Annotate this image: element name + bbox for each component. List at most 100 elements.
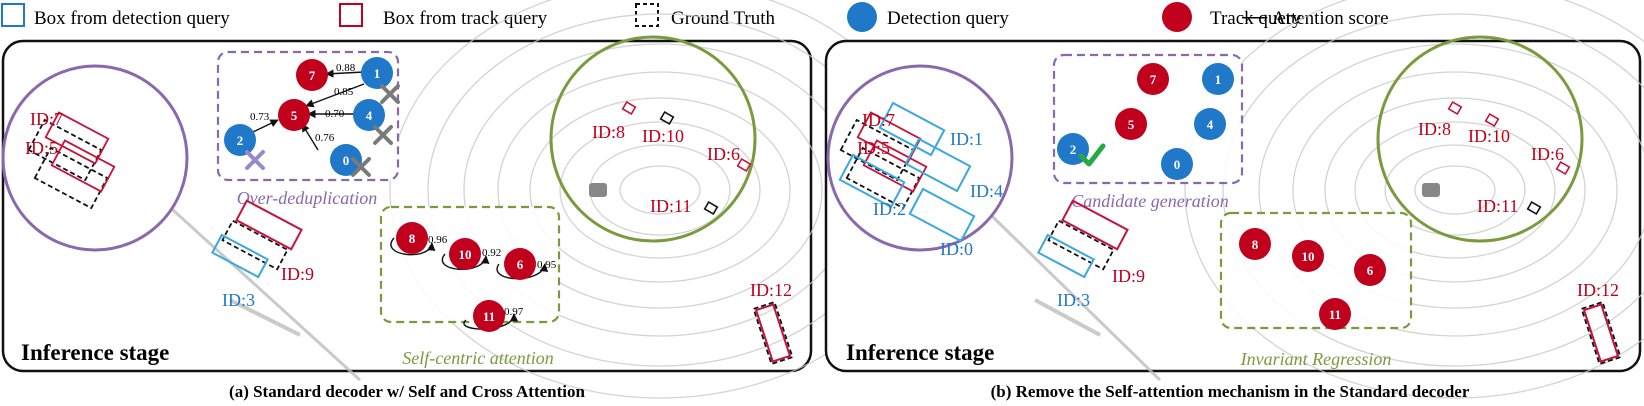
panel-a-score-5-1: 0.85 [334,86,354,98]
legend-track-box-label: Box from track query [383,8,548,29]
panel-b-track-query-6 [1354,254,1386,286]
panel-b-detection-query-4-id: 4 [1207,117,1214,132]
panel-b-track-query-11 [1319,298,1351,330]
panel-b-detection-query-1-id: 1 [1215,72,1222,87]
panel-a-car-icon [589,183,607,197]
panel-b-track-query-6-id: 6 [1367,263,1374,278]
panel-a-track-query-8 [396,222,428,254]
panel-b-zoom-id-a: ID:7 [862,110,895,130]
panel-b-scan-circle [1376,35,1584,243]
panel-a-detection-query-2-id: 2 [237,133,244,148]
panel-b-zoom-id-b: ID:5 [857,138,890,158]
panel-a-track-query-8-id: 8 [409,231,416,246]
panel-a-detection-query-4-id: 4 [366,108,373,123]
panel-a: ID:7 ID:5 0.88 0.85 0.70 0.73 0.76 7 1 5… [1,0,931,401]
panel-b-detection-query-2-id: 2 [1070,142,1077,157]
panel-a-score-5-0: 0.76 [315,132,335,144]
panel-b-track-query-8 [1239,228,1271,260]
legend-det-box-label: Box from detection query [34,8,230,29]
panel-b-lidar-scan [953,0,1644,399]
panel-a-scan-id-a: ID:8 [592,122,625,142]
panel-a-near-boxes [210,199,303,279]
panel-b-track-query-10 [1292,240,1324,272]
panel-b-zoom-id-c: ID:1 [950,129,983,149]
panel-a-score-5-2: 0.73 [250,111,270,123]
legend: Box from detection query Box from track … [1,2,1389,32]
panel-b-bottom-group-label: Invariant Regression [1240,349,1392,369]
panel-a-top-group-label: Over-deduplication [237,188,378,208]
panel-b-detection-query-1 [1202,63,1234,95]
panel-a-scan-id-b: ID:10 [642,126,684,146]
panel-b-check-icon [1078,143,1106,167]
panel-b-zoom-id-f: ID:0 [940,239,973,259]
panel-b-scan-id-d: ID:11 [1477,196,1518,216]
panel-a-near-id: ID:9 [281,264,314,284]
panel-b-scan-id-c: ID:6 [1531,144,1564,164]
panel-a-scan-circle [549,35,757,243]
panel-b: ID:7 ID:5 ID:1 ID:4 ID:2 ID:0 7 1 5 4 2 … [824,0,1644,401]
panel-b-far-id: ID:12 [1577,280,1619,300]
panel-a-scan-id-c: ID:6 [707,144,740,164]
panel-a-score-6: 0.95 [537,259,557,271]
panel-b-track-query-8-id: 8 [1252,237,1259,252]
panel-b-zoom-id-d: ID:4 [970,181,1003,201]
legend-det-box-swatch [1,3,25,27]
panel-b-far-box-gt [1580,300,1622,366]
panel-b-far-box-track [1582,303,1620,363]
panel-b-track-query-7 [1137,63,1169,95]
panel-a-dedup-cross-icons [245,84,400,177]
panel-a-score-8: 0.96 [428,234,448,246]
panel-b-track-query-7-id: 7 [1150,72,1157,87]
panel-b-track-query-5 [1115,108,1147,140]
panel-a-detection-query-0 [330,144,362,176]
panel-b-stage-label: Inference stage [846,340,994,365]
panel-b-left-id: ID:3 [1057,290,1090,310]
panel-a-zoom-id-a: ID:7 [30,109,63,129]
panel-b-zoom-circle [826,64,1014,252]
panel-a-detection-query-1 [361,57,393,89]
panel-b-detection-query-0-id: 0 [1174,157,1181,172]
panel-a-track-query-5-id: 5 [291,108,298,123]
legend-attention-score-label: ⟶ Attention score [1241,8,1389,29]
legend-gt-label: Ground Truth [671,8,775,29]
panel-a-detection-query-4 [353,99,385,131]
panel-a-zoom-boxes [27,111,116,210]
panel-a-far-id: ID:12 [750,280,792,300]
panel-a-detection-query-0-id: 0 [343,153,350,168]
panel-b-car-icon [1422,183,1440,197]
panel-a-bottom-group-label: Self-centric attention [402,348,553,368]
legend-detection-query-label: Detection query [887,8,1009,29]
panel-a-track-query-11-id: 11 [483,309,495,324]
panel-a-score-11: 0.97 [504,306,524,318]
panel-b-scan-id-a: ID:8 [1418,119,1451,139]
legend-track-query-dot [1162,2,1192,32]
panel-a-track-query-7-id: 7 [309,68,316,83]
panel-a-track-query-6 [504,248,536,280]
panel-a-score-7-1: 0.88 [336,62,356,74]
panel-a-track-query-5 [278,99,310,131]
legend-track-box-swatch [339,3,363,27]
panel-a-zoom-circle [1,64,189,252]
panel-a-scan-boxes [621,100,752,216]
panel-a-stage-label: Inference stage [21,340,169,365]
panel-a-far-box-track [754,303,792,363]
panel-b-track-query-10-id: 10 [1302,249,1315,264]
panel-a-lidar-scan [138,0,931,399]
panel-b-caption: (b) Remove the Self-attention mechanism … [991,382,1470,401]
panel-a-zoom-id-b: ID:5 [25,138,58,158]
panel-b-detection-query-0 [1161,148,1193,180]
panel-b-scan-boxes [1447,100,1571,216]
panel-b-track-query-11-id: 11 [1329,307,1341,322]
panel-a-caption: (a) Standard decoder w/ Self and Cross A… [229,382,585,401]
panel-b-detection-query-4 [1194,108,1226,140]
panel-b-zoom-id-e: ID:2 [873,199,906,219]
panel-b-scan-id-b: ID:10 [1468,126,1510,146]
panel-b-near-id: ID:9 [1112,266,1145,286]
panel-a-track-query-6-id: 6 [517,257,524,272]
panel-a-score-10: 0.92 [482,247,501,259]
panel-a-attention-arrows [252,69,365,151]
panel-b-track-query-5-id: 5 [1128,117,1135,132]
panel-a-track-query-7 [296,59,328,91]
panel-b-zoom-boxes [838,101,976,243]
